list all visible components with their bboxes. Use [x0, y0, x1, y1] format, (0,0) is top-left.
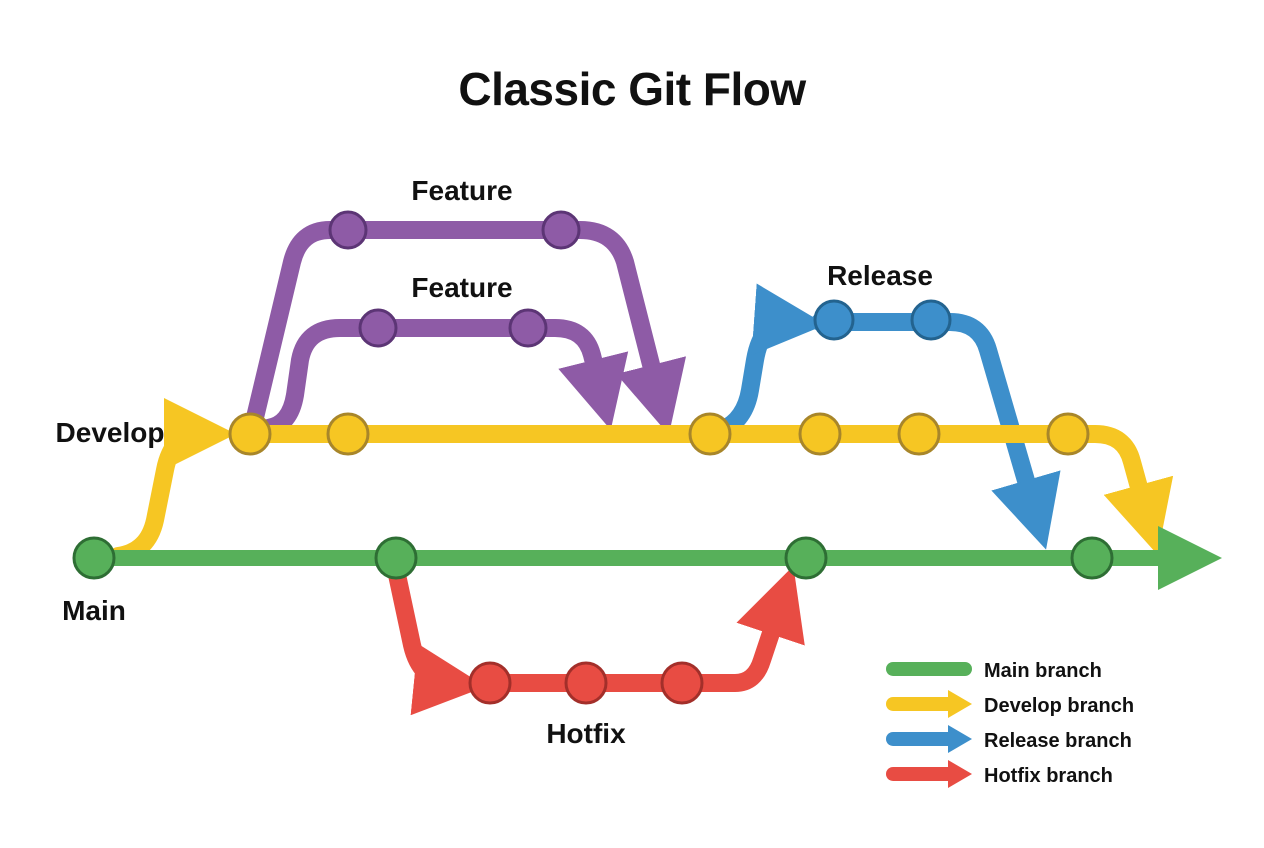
- feature-2-path: [259, 319, 629, 437]
- legend-item-release: Release branch: [886, 725, 1132, 753]
- legend-hotfix-arrowhead: [948, 760, 972, 788]
- main-commit-3[interactable]: [784, 536, 828, 580]
- feature-1-commit-1[interactable]: [328, 210, 368, 250]
- develop-commit-3[interactable]: [688, 412, 732, 456]
- legend: Main branch Develop branch Release branc…: [886, 660, 1134, 788]
- feature-2-label: Feature: [411, 272, 512, 303]
- hotfix-branch: [387, 561, 805, 716]
- feature-1-commit-2[interactable]: [541, 210, 581, 250]
- release-commit-1[interactable]: [813, 299, 855, 341]
- develop-commit-4[interactable]: [798, 412, 842, 456]
- feature-2-commit-2[interactable]: [508, 308, 548, 348]
- main-label: Main: [62, 595, 126, 626]
- feature-1-label: Feature: [411, 175, 512, 206]
- develop-path: [250, 425, 1174, 555]
- feature-2-commit-1[interactable]: [358, 308, 398, 348]
- develop-commit-1[interactable]: [228, 412, 272, 456]
- legend-item-develop: Develop branch: [886, 690, 1134, 718]
- legend-item-main: Main branch: [886, 660, 1102, 682]
- release-branch: [713, 283, 1061, 550]
- hotfix-path: [490, 565, 805, 692]
- legend-main-text: Main branch: [984, 660, 1102, 682]
- legend-release-text: Release branch: [984, 730, 1132, 752]
- feature-branch-1: [243, 210, 687, 439]
- diagram-title: Classic Git Flow: [458, 63, 806, 115]
- legend-develop-text: Develop branch: [984, 695, 1134, 717]
- develop-commit-5[interactable]: [897, 412, 941, 456]
- develop-commit-6[interactable]: [1046, 412, 1090, 456]
- release-commit-2[interactable]: [910, 299, 952, 341]
- main-commit-1[interactable]: [72, 536, 116, 580]
- hotfix-commit-3[interactable]: [660, 661, 704, 705]
- hotfix-start-path: [387, 561, 486, 716]
- legend-hotfix-text: Hotfix branch: [984, 765, 1113, 787]
- release-path: [713, 283, 826, 439]
- develop-label: Develop: [56, 417, 165, 448]
- develop-commit-2[interactable]: [326, 412, 370, 456]
- hotfix-commit-2[interactable]: [564, 661, 608, 705]
- feature-branch-2: [259, 308, 629, 437]
- release-label: Release: [827, 260, 933, 291]
- main-branch: [72, 526, 1222, 590]
- hotfix-label: Hotfix: [546, 718, 626, 749]
- hotfix-commit-1[interactable]: [468, 661, 512, 705]
- main-commit-2[interactable]: [374, 536, 418, 580]
- legend-item-hotfix: Hotfix branch: [886, 760, 1113, 788]
- develop-start-path: [109, 398, 236, 565]
- main-commit-4[interactable]: [1070, 536, 1114, 580]
- legend-develop-arrowhead: [948, 690, 972, 718]
- legend-release-arrowhead: [948, 725, 972, 753]
- develop-branch: [109, 398, 1174, 565]
